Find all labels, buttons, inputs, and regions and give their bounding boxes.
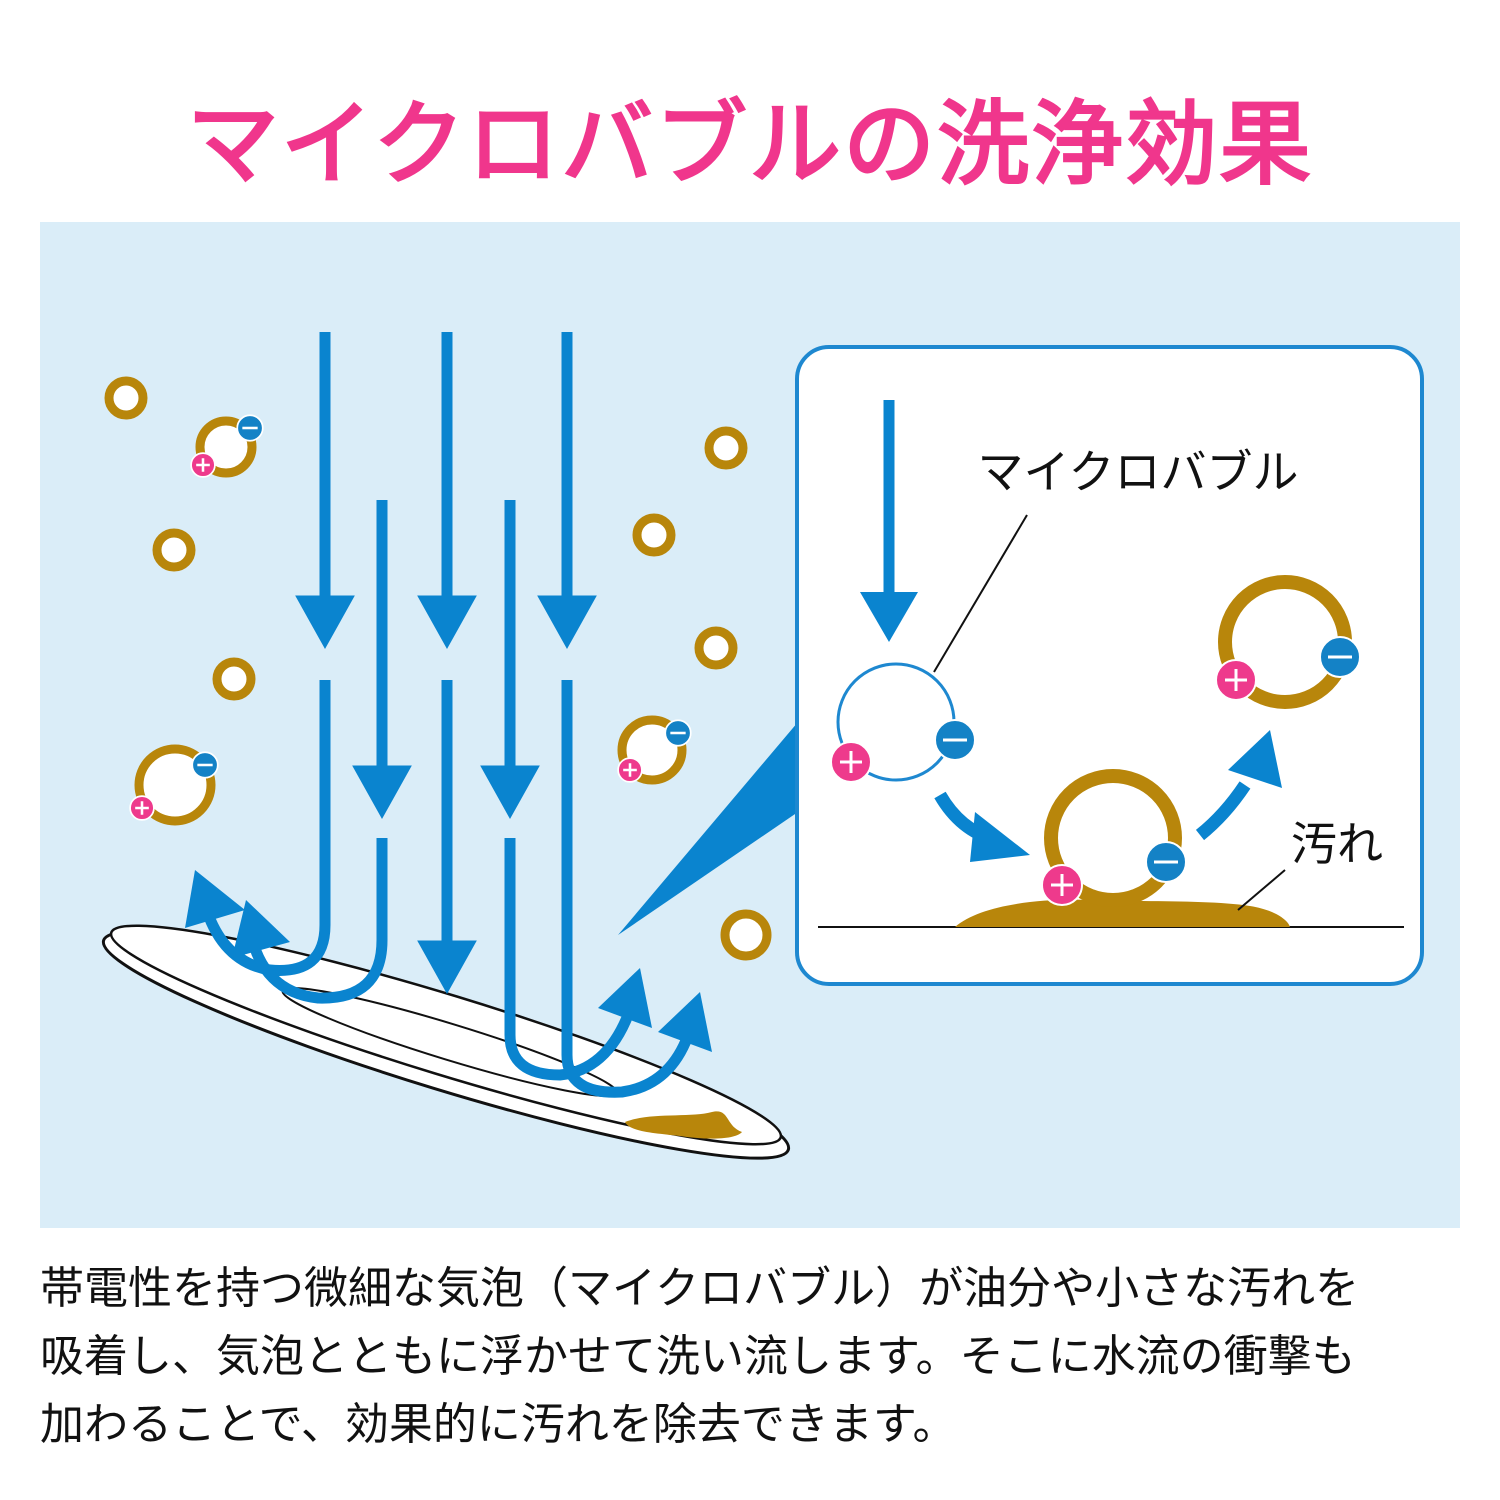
dirt-mound bbox=[955, 899, 1290, 927]
right-arrowhead-2 bbox=[658, 992, 712, 1052]
minus-charge bbox=[1145, 841, 1187, 883]
minus-charge bbox=[1319, 636, 1361, 678]
left-arrowhead-2 bbox=[232, 900, 290, 958]
dirty-bubbles bbox=[104, 376, 772, 961]
label-microbubble: マイクロバブル bbox=[977, 446, 1298, 498]
left-rebound-arrows bbox=[199, 680, 388, 1004]
charged-bubble bbox=[128, 744, 220, 826]
inset-pointer bbox=[618, 722, 798, 935]
right-rebound-arrows bbox=[504, 680, 696, 1098]
charged-bubble bbox=[189, 413, 265, 479]
minus-charge bbox=[934, 719, 976, 761]
plus-charge bbox=[830, 741, 872, 783]
description: 帯電性を持つ微細な気泡（マイクロバブル）が油分や小さな汚れを 吸着し、気泡ととも… bbox=[40, 1255, 1470, 1459]
description-line: 帯電性を持つ微細な気泡（マイクロバブル）が油分や小さな汚れを bbox=[40, 1263, 1360, 1314]
page-title: マイクロバブルの洗浄効果 bbox=[186, 91, 1314, 198]
description-line: 吸着し、気泡とともに浮かせて洗い流します。そこに水流の衝撃も bbox=[40, 1331, 1356, 1382]
plus-charge bbox=[1041, 864, 1083, 906]
plus-charge bbox=[1215, 659, 1257, 701]
left-arrowhead-1 bbox=[185, 870, 245, 928]
water-flow-arrows bbox=[295, 332, 597, 995]
description-line: 加わることで、効果的に汚れを除去できます。 bbox=[40, 1399, 957, 1450]
dish-dirt-stain bbox=[625, 1111, 742, 1139]
diagram-panel: マイクロバブル bbox=[40, 222, 1460, 1228]
label-dirt: 汚れ bbox=[1291, 818, 1383, 870]
charged-bubble bbox=[616, 715, 693, 785]
inset-detail: マイクロバブル bbox=[795, 345, 1424, 986]
right-arrowhead-1 bbox=[598, 968, 652, 1028]
